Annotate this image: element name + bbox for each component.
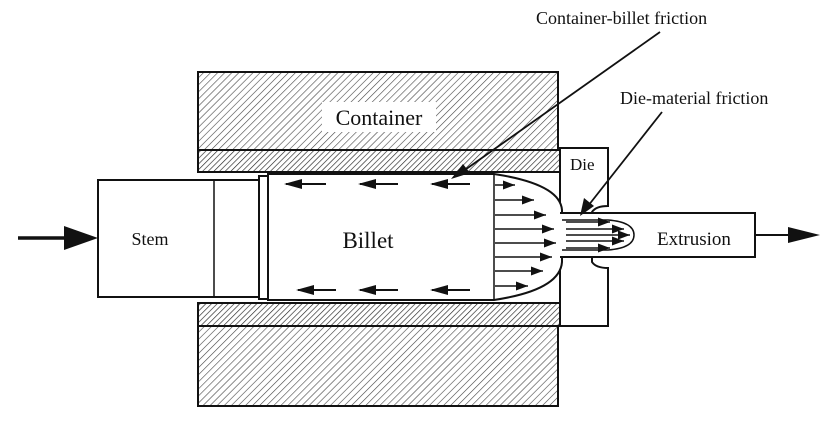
container-bottom-block — [197, 325, 559, 407]
die-flow-profile — [562, 219, 635, 251]
container-liner-bottom — [197, 302, 561, 327]
die-material-friction-label: Die-material friction — [620, 88, 768, 108]
dummy-block — [258, 175, 269, 300]
die-flow-arrows — [566, 217, 630, 253]
ram-force-arrow — [18, 226, 98, 250]
container-billet-friction-leader — [451, 31, 661, 179]
extrusion-label: Extrusion — [657, 229, 731, 250]
die-material-friction-leader — [580, 111, 663, 216]
die-label: Die — [570, 155, 595, 174]
extrusion-out-arrow — [755, 227, 820, 243]
friction-arrows-bottom — [296, 285, 470, 295]
billet — [267, 173, 563, 301]
velocity-profile-arrows — [495, 180, 556, 291]
billet-label: Billet — [342, 228, 394, 253]
friction-arrows-top — [284, 179, 470, 189]
container-billet-friction-label: Container-billet friction — [536, 8, 707, 28]
container-label-bg — [322, 102, 436, 132]
stem — [97, 179, 261, 298]
stem-label: Stem — [131, 229, 168, 249]
container-liner-top — [197, 149, 561, 173]
container-label: Container — [336, 105, 423, 130]
